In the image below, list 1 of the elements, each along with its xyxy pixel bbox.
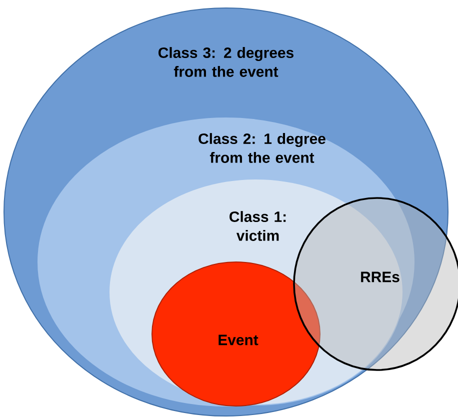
- circle-region: RREs: [293, 197, 458, 371]
